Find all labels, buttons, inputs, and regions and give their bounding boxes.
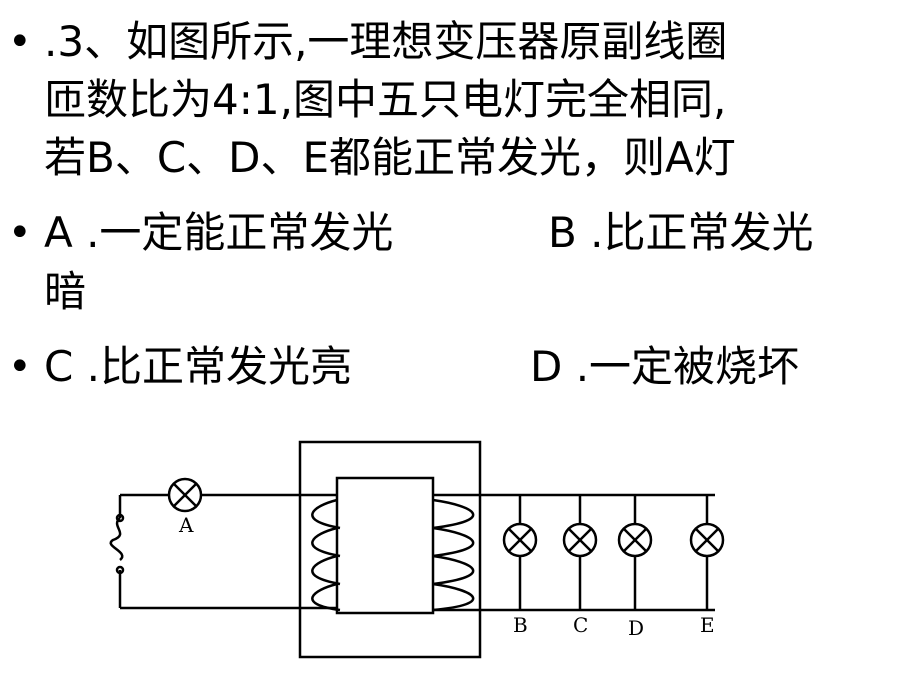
option-b-continued: 暗 bbox=[44, 267, 87, 316]
lamp-a bbox=[167, 477, 203, 513]
question-line-1: .3、如图所示,一理想变压器原副线圈 bbox=[44, 17, 728, 66]
primary-coil bbox=[311, 498, 341, 612]
lamp-label-c: C bbox=[573, 613, 588, 637]
lamp-c bbox=[562, 495, 598, 610]
transformer-core-outer bbox=[298, 440, 482, 659]
lamp-label-b: B bbox=[513, 613, 528, 637]
option-c: C .比正常发光亮 bbox=[44, 342, 353, 391]
lamp-label-a: A bbox=[178, 513, 194, 537]
transformer-core-window bbox=[335, 476, 435, 615]
question-line-2: 匝数比为4:1,图中五只电灯完全相同, bbox=[44, 75, 727, 124]
bullet: • bbox=[8, 210, 32, 256]
ac-source-symbol bbox=[109, 517, 124, 561]
transformer-circuit-diagram: A B C D E bbox=[109, 440, 725, 659]
option-b: B .比正常发光 bbox=[548, 208, 814, 257]
option-d: D .一定被烧坏 bbox=[530, 342, 800, 391]
lamp-b bbox=[502, 495, 538, 610]
bullet: • bbox=[8, 344, 32, 390]
question-line-3: 若B、C、D、E都能正常发光，则A灯 bbox=[44, 133, 736, 182]
bullet: • bbox=[8, 19, 32, 65]
lamp-label-d: D bbox=[628, 616, 644, 640]
secondary-coil bbox=[432, 498, 475, 612]
lamp-e bbox=[689, 495, 725, 610]
option-a: A .一定能正常发光 bbox=[44, 208, 394, 257]
lamp-label-e: E bbox=[700, 613, 715, 637]
lamp-d bbox=[617, 495, 653, 610]
